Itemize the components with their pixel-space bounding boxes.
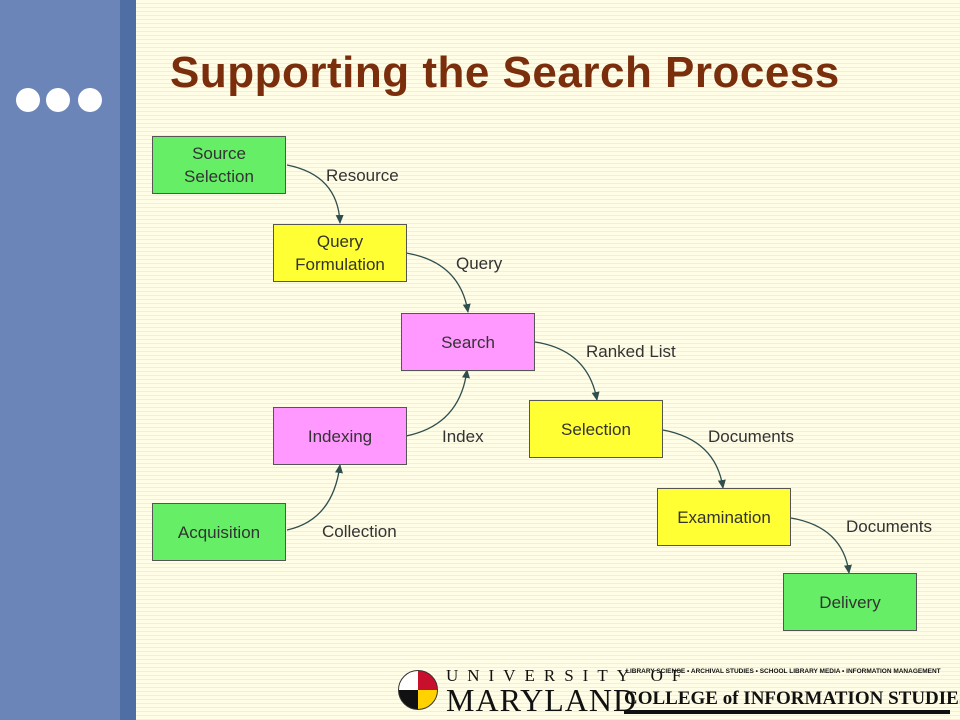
label-query: Query — [456, 254, 503, 273]
sidebar — [0, 0, 120, 720]
node-query-formulation: Query Formulation — [273, 224, 407, 282]
arrow-query-to-search — [405, 252, 471, 313]
node-delivery: Delivery — [783, 573, 917, 631]
node-indexing: Indexing — [273, 407, 407, 465]
logo-maryland: MARYLAND — [446, 682, 638, 718]
node-acquisition: Acquisition — [152, 503, 286, 561]
node-source-selection: Source Selection — [152, 136, 286, 194]
logo-university-of: UNIVERSITY OF — [446, 666, 691, 685]
arrow-search-to-selection — [534, 341, 600, 401]
label-documents-2: Documents — [846, 517, 932, 536]
university-logo: UNIVERSITY OF MARYLAND LIBRARY SCIENCE •… — [398, 664, 960, 718]
label-resource: Resource — [326, 166, 399, 185]
logo-divider — [624, 710, 950, 714]
decorative-dot-3 — [78, 88, 102, 112]
arrow-examination-to-delivery — [790, 517, 852, 574]
label-index: Index — [442, 427, 484, 446]
arrow-indexing-to-search — [405, 369, 470, 437]
label-ranked-list: Ranked List — [586, 342, 676, 361]
arrow-acquisition-to-indexing — [286, 464, 343, 531]
sidebar-edge — [120, 0, 136, 720]
arrow-selection-to-examination — [662, 429, 726, 489]
decorative-dot-1 — [16, 88, 40, 112]
decorative-dot-2 — [46, 88, 70, 112]
maryland-seal-icon — [398, 670, 438, 710]
node-examination: Examination — [657, 488, 791, 546]
node-search: Search — [401, 313, 535, 371]
arrow-source-to-query — [286, 164, 344, 224]
logo-college: COLLEGE of INFORMATION STUDIES — [624, 688, 960, 709]
node-selection: Selection — [529, 400, 663, 458]
label-documents-1: Documents — [708, 427, 794, 446]
label-collection: Collection — [322, 522, 397, 541]
slide-title: Supporting the Search Process — [170, 48, 840, 97]
logo-departments: LIBRARY SCIENCE • ARCHIVAL STUDIES • SCH… — [626, 668, 941, 675]
